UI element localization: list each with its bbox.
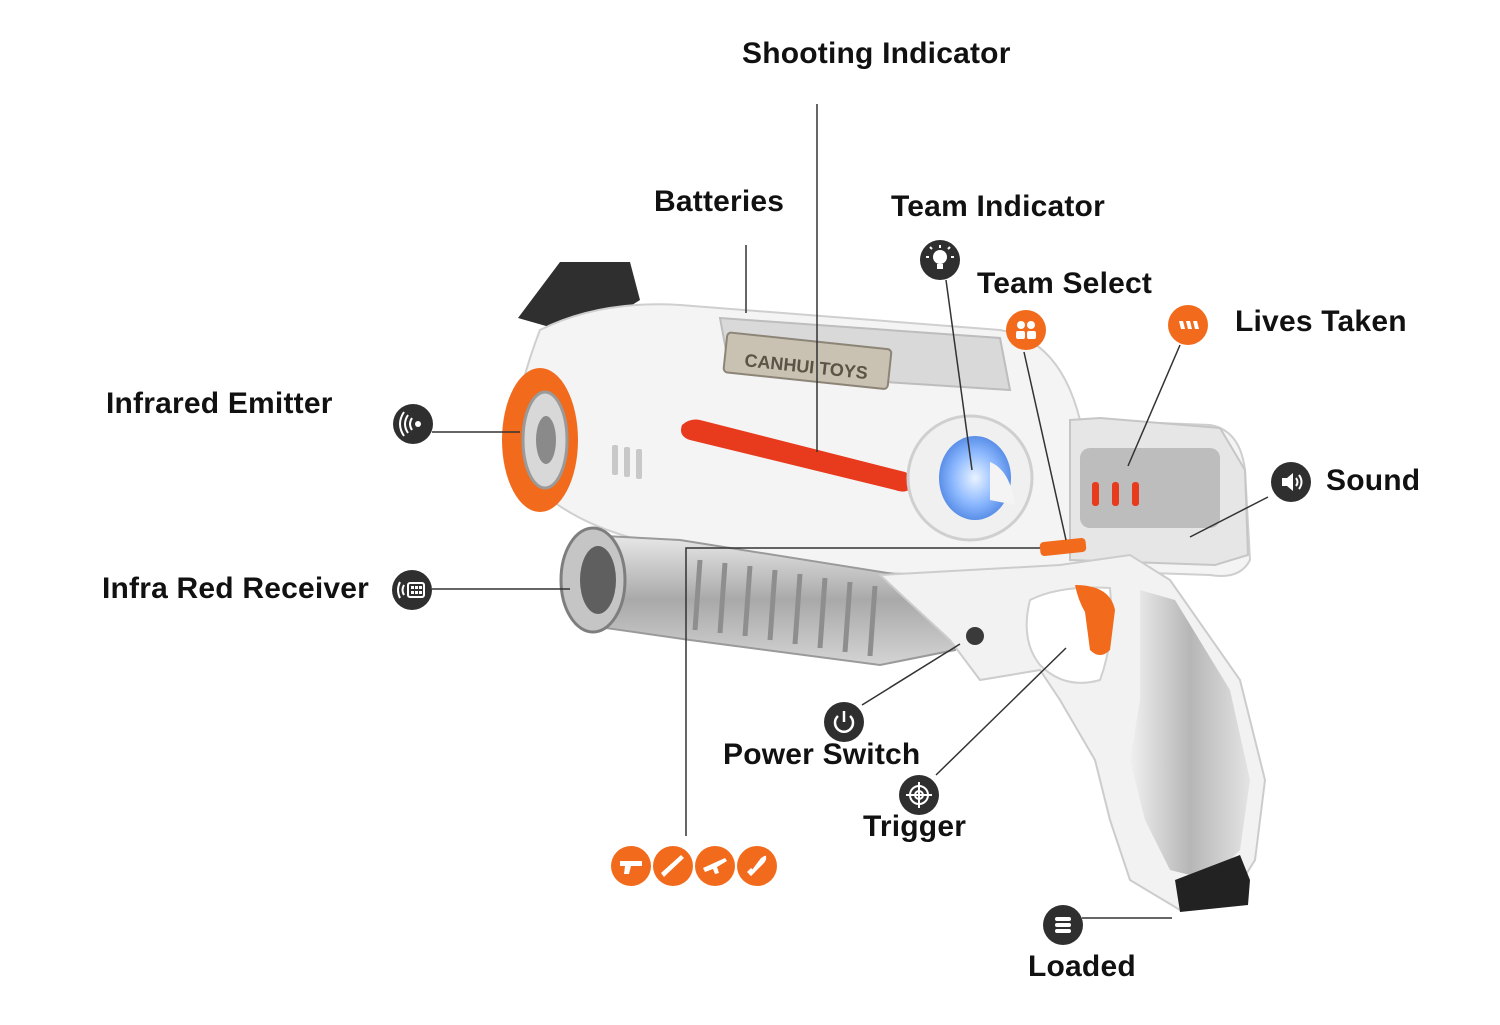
crosshair-icon	[899, 775, 939, 815]
label-infrared-emitter: Infrared Emitter	[106, 387, 333, 420]
lives-taken-line	[1127, 344, 1181, 467]
shooting-indicator-light	[681, 419, 914, 492]
team-select-button	[1039, 538, 1087, 556]
label-trigger: Trigger	[863, 810, 967, 843]
receiver-icon	[392, 570, 432, 610]
label-infra-red-receiver: Infra Red Receiver	[102, 572, 370, 605]
pistol-icon	[611, 846, 651, 886]
sound-line	[1189, 496, 1269, 538]
speaker-icon	[1271, 462, 1311, 502]
power-switch-knob	[966, 627, 984, 645]
power-switch-line	[861, 643, 961, 706]
bars-icon	[1168, 305, 1208, 345]
rocket-icon	[737, 846, 777, 886]
lightbulb-icon	[920, 240, 960, 280]
barrel-fins	[692, 559, 878, 657]
label-team-indicator: Team Indicator	[891, 190, 1105, 223]
leader-lines	[432, 104, 1269, 919]
people-icon	[1006, 310, 1046, 350]
label-team-select: Team Select	[977, 267, 1153, 300]
label-power-switch: Power Switch	[723, 738, 921, 771]
rear-panel	[1080, 448, 1220, 528]
shotgun-icon	[653, 846, 693, 886]
team-indicator-line	[945, 279, 973, 471]
lives-lights	[1092, 482, 1139, 506]
label-batteries: Batteries	[654, 185, 785, 218]
power-icon	[824, 702, 864, 742]
brand-plate	[722, 331, 893, 390]
rifle-icon	[695, 846, 735, 886]
label-lives-taken: Lives Taken	[1235, 305, 1407, 338]
label-shooting-indicator: Shooting Indicator	[742, 37, 1011, 70]
label-sound: Sound	[1326, 464, 1421, 497]
grip-inset	[1130, 590, 1250, 880]
weapon-mode-line	[685, 547, 1040, 836]
front-vents	[612, 445, 642, 479]
trigger	[1075, 585, 1115, 655]
trigger-line	[935, 647, 1067, 776]
magazine-icon	[1043, 905, 1083, 945]
loaded-base	[1175, 855, 1250, 912]
label-loaded: Loaded	[1028, 950, 1136, 983]
signal-waves-icon	[393, 404, 433, 444]
team-select-line	[1023, 351, 1067, 541]
